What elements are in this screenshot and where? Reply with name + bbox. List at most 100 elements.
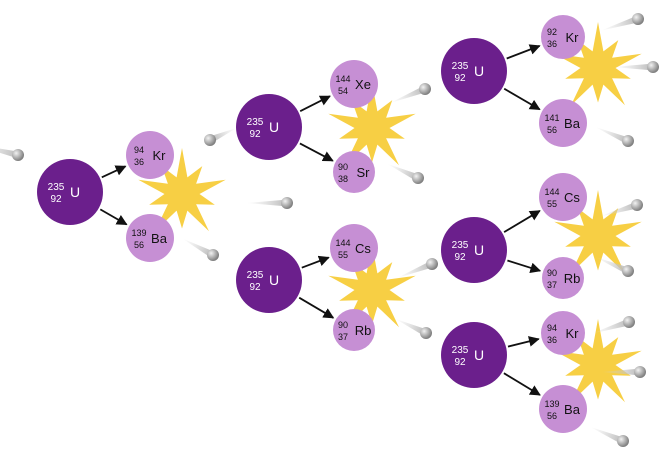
- reaction-arrow: [503, 87, 541, 111]
- neutron-layer: [0, 13, 659, 447]
- energy-flash-icon: [554, 22, 642, 106]
- mass-number: 139: [544, 399, 559, 409]
- mass-number: 144: [335, 238, 350, 248]
- atomic-number: 92: [249, 282, 261, 293]
- neutron-icon: [182, 238, 219, 261]
- atomic-number: 92: [50, 194, 62, 205]
- element-symbol: Kr: [566, 326, 580, 341]
- atomic-number: 55: [547, 199, 557, 209]
- mass-number: 144: [544, 187, 559, 197]
- neutron-icon: [595, 127, 634, 147]
- atomic-number: 56: [547, 411, 557, 421]
- reaction-arrow: [503, 372, 541, 396]
- atomic-number: 54: [338, 86, 348, 96]
- mass-number: 235: [452, 345, 469, 356]
- element-symbol: Rb: [355, 323, 372, 338]
- mass-number: 92: [547, 27, 557, 37]
- neutron-icon: [614, 61, 659, 73]
- element-symbol: Ba: [151, 231, 168, 246]
- element-symbol: Kr: [153, 148, 167, 163]
- mass-number: 94: [134, 145, 144, 155]
- atomic-number: 37: [547, 280, 557, 290]
- atomic-number: 36: [547, 39, 557, 49]
- mass-number: 139: [131, 228, 146, 238]
- neutron-icon: [0, 143, 24, 161]
- neutron-icon: [590, 427, 629, 447]
- neutron-icon: [387, 163, 424, 184]
- reaction-arrow: [298, 296, 335, 319]
- neutron-icon: [395, 318, 432, 339]
- element-symbol: U: [269, 119, 279, 135]
- atomic-number: 56: [547, 125, 557, 135]
- neutron-icon: [601, 13, 644, 31]
- neutron-icon: [390, 83, 431, 103]
- reaction-arrow: [506, 44, 541, 60]
- element-symbol: U: [269, 272, 279, 288]
- atomic-number: 36: [134, 157, 144, 167]
- atomic-number: 55: [338, 250, 348, 260]
- atomic-number: 36: [547, 335, 557, 345]
- element-symbol: U: [474, 347, 484, 363]
- energy-flash-icon: [328, 82, 416, 166]
- reaction-arrow: [101, 165, 127, 179]
- mass-number: 90: [338, 320, 348, 330]
- neutron-icon: [397, 258, 438, 278]
- element-symbol: Cs: [564, 190, 580, 205]
- reaction-arrow: [507, 259, 542, 274]
- fragment-nucleus-kr: 94 36 Kr: [126, 131, 174, 179]
- fragment-nucleus-kr: 94 36 Kr: [541, 311, 585, 355]
- atomic-number: 92: [454, 73, 466, 84]
- element-symbol: Ba: [564, 402, 581, 417]
- neutron-icon: [595, 257, 634, 277]
- atomic-number: 92: [454, 357, 466, 368]
- reaction-arrow: [299, 142, 334, 162]
- reaction-arrow: [301, 255, 330, 269]
- mass-number: 94: [547, 323, 557, 333]
- energy-flash-layer: [138, 22, 642, 403]
- fragment-nucleus-cs: 144 55 Cs: [330, 224, 378, 272]
- mass-number: 235: [247, 117, 264, 128]
- fragment-nucleus-cs: 144 55 Cs: [539, 173, 587, 221]
- fragment-nucleus-rb: 90 37 Rb: [333, 309, 375, 351]
- energy-flash-icon: [138, 148, 226, 232]
- atomic-number: 56: [134, 240, 144, 250]
- reaction-arrow: [99, 208, 128, 226]
- neutron-icon: [246, 197, 293, 209]
- atomic-number: 92: [454, 252, 466, 263]
- element-symbol: Sr: [357, 165, 371, 180]
- fragment-nucleus-xe: 144 54 Xe: [330, 60, 378, 108]
- mass-number: 144: [335, 74, 350, 84]
- neutron-icon: [204, 127, 237, 146]
- neutron-icon: [601, 366, 646, 378]
- reaction-arrow: [507, 336, 540, 348]
- reaction-arrow: [503, 210, 541, 233]
- element-symbol: Xe: [355, 77, 371, 92]
- mass-number: 90: [547, 268, 557, 278]
- mass-number: 235: [452, 240, 469, 251]
- element-symbol: U: [70, 184, 80, 200]
- atomic-number: 37: [338, 332, 348, 342]
- fragment-nucleus-ba: 139 56 Ba: [539, 385, 587, 433]
- element-symbol: U: [474, 63, 484, 79]
- arrow-layer: [99, 44, 542, 396]
- energy-flash-icon: [554, 190, 642, 274]
- element-symbol: U: [474, 242, 484, 258]
- neutron-icon: [592, 316, 635, 334]
- mass-number: 90: [338, 162, 348, 172]
- mass-number: 235: [48, 182, 65, 193]
- reaction-arrow: [299, 95, 331, 113]
- element-symbol: Ba: [564, 116, 581, 131]
- energy-flash-icon: [328, 244, 416, 328]
- element-symbol: Cs: [355, 241, 371, 256]
